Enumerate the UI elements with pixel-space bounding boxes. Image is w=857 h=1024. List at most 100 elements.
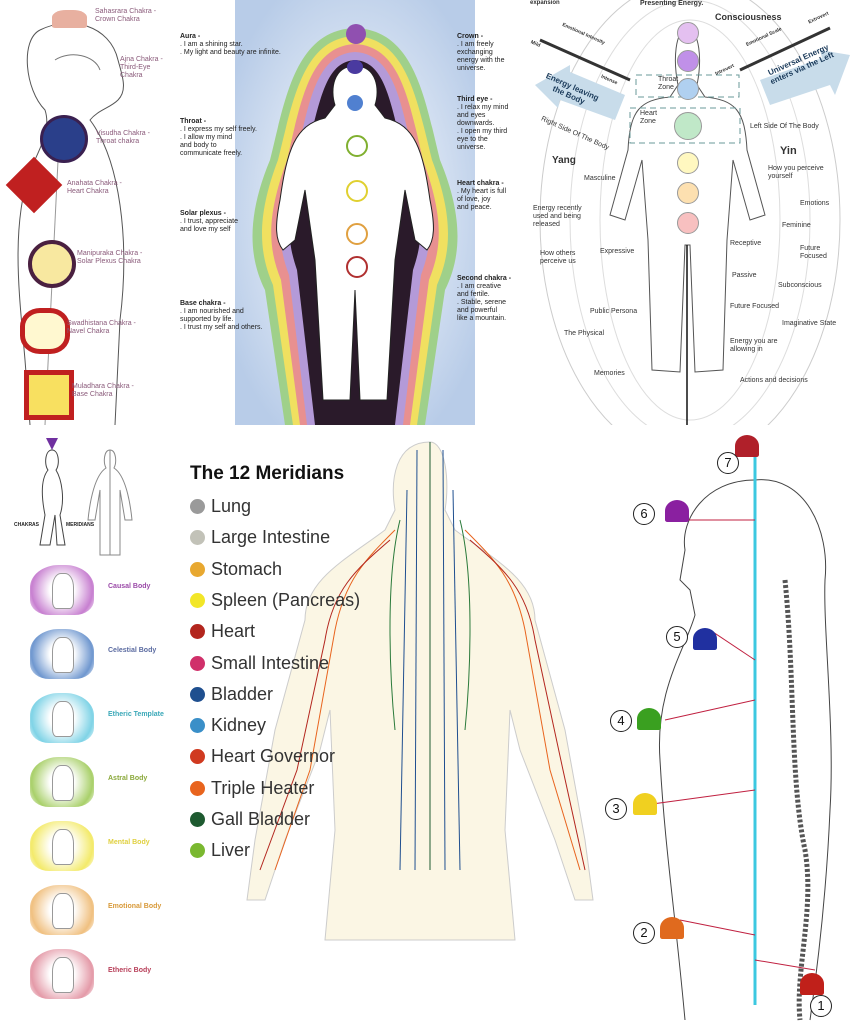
meridian-name: Heart [211,621,256,642]
yin-yang-label: Heart Zone [640,110,658,126]
meditating-figure-aura [30,949,94,999]
yin-yang-label: Consciousness [715,12,782,22]
meridian-color-dot [190,812,205,827]
affirmation-block: Solar plexus -. I trust, appreciate and … [180,210,238,234]
chakra-sacral-lotus [677,182,699,204]
yin-yang-label: Emotions [800,200,830,207]
heart-chakra-dot [346,135,368,157]
chakra-label: Manipuraka Chakra - Solar Plexus Chakra [77,250,143,266]
crown-chakra-dot [346,24,366,44]
yin-yang-label: Imaginative State [782,320,837,327]
chakra-lotus-icon [693,628,717,650]
yin-yang-label: Left Side Of The Body [750,123,819,130]
chakra-lotus-icon [800,973,824,995]
meditating-figure-icon [52,573,74,609]
affirmation-text: . I trust, appreciate and love my self [180,218,238,234]
yin-yang-label: Public Persona [590,308,638,315]
yin-yang-label: Energy you are allowing in [730,338,778,354]
chakra-number-badge: 5 [666,626,688,648]
chakra-label: Sahasrara Chakra - Crown Chakra [95,8,157,24]
yin-yang-label: Throat Zone [658,76,679,92]
affirmation-block: Second chakra -. I am creative and ferti… [457,275,511,323]
affirmation-title: Base chakra - [180,300,226,307]
chakra-label: Swadhistana Chakra - Navel Chakra [67,320,136,336]
yin-yang-label: Actions and decisions [740,377,808,384]
chakra-root-lotus [677,212,699,234]
affirmation-title: Heart chakra - [457,180,504,187]
chakra-number-badge: 7 [717,452,739,474]
affirmation-block: Third eye -. I relax my mind and eyes do… [457,96,508,152]
meridian-color-dot [190,749,205,765]
root-chakra-symbol [24,370,74,420]
chakra-number-badge: 3 [605,798,627,820]
crown-chakra-symbol [52,10,87,28]
meridian-back-body [246,441,594,941]
chakra-label: Anahata Chakra - Heart Chakra [67,180,122,196]
affirmation-text: . I am freely exchanging energy with the… [457,41,505,73]
chakras-meridians-thumbnail [39,438,133,556]
meridian-name: Large Intestine [211,527,331,548]
root-chakra-dot [346,256,368,278]
affirmation-text: . I relax my mind and eyes downwards. . … [457,104,509,152]
affirmation-text: . I am a shining star. . My light and be… [180,41,281,57]
affirmation-title: Second chakra - [457,275,512,282]
meridian-color-dot [190,780,205,796]
meridian-color-dot [190,530,205,546]
affirmation-block: Throat -. I express my self freely. . I … [180,118,257,158]
meridian-name: Spleen (Pancreas) [211,589,361,610]
meridian-name: Lung [211,496,252,516]
energy-body-label: Etheric Body [108,967,152,974]
meditating-figure-aura [30,821,94,871]
meridian-color-dot [190,655,205,671]
yin-yang-label: Energy recently used and being released [533,205,582,229]
solar-plexus-chakra-dot [346,180,368,202]
meridian-legend-item: Bladder [190,684,273,705]
sacral-chakra-dot [346,223,368,245]
meridian-legend-item: Large Intestine [190,527,330,548]
chakra-lotus-icon [633,793,657,815]
meridian-name: Gall Bladder [211,809,311,829]
meridian-name: Kidney [211,715,267,736]
meditating-figure-aura [30,629,94,679]
meditating-figure-icon [52,893,74,929]
meridians-title: The 12 Meridians [190,463,345,484]
chakra-thirdeye-lotus [677,50,699,72]
yin-yang-label: The Physical [564,330,605,337]
chakra-number-badge: 2 [633,922,655,944]
affirmation-block: Crown -. I am freely exchanging energy w… [457,33,504,73]
chakra-solar-lotus [677,152,699,174]
meridian-color-dot [190,499,205,514]
meridian-name: Triple Heater [211,777,315,798]
yin-yang-label: expansion [530,0,560,6]
chakra-affirmations-panel: Aura -. I am a shining star. . My light … [175,0,530,425]
meridian-name: Liver [211,840,251,861]
yin-yang-label: Masculine [584,175,616,182]
affirmation-block: Aura -. I am a shining star. . My light … [180,33,281,57]
chakra-number-badge: 6 [633,503,655,525]
chakra-lotus-icon [665,500,689,522]
meridian-name: Stomach [211,558,283,579]
meditating-figure-aura [30,565,94,615]
yin-yang-label: Feminine [782,222,811,229]
yin-yang-label: Subconscious [778,282,822,289]
meridian-color-dot [190,624,205,640]
meridian-name: Heart Governor [211,746,336,767]
yin-yang-label: Future Focused [730,303,780,310]
sacral-chakra-symbol [20,308,70,354]
meditating-figure-aura [30,885,94,935]
yin-yang-label: Yin [780,145,797,157]
affirmation-block: Heart chakra -. My heart is full of love… [457,180,506,212]
chakra-lotus-icon [660,917,684,939]
chakra-lotus-icon [735,435,759,457]
yin-yang-label: Expressive [600,248,635,255]
chakra-label: Visudha Chakra - Throat chakra [96,130,150,146]
yin-yang-label: Passive [732,272,757,279]
meridian-color-dot [190,561,205,577]
meridian-legend-item: Spleen (Pancreas) [190,590,360,611]
meridian-legend-item: Liver [190,840,250,861]
